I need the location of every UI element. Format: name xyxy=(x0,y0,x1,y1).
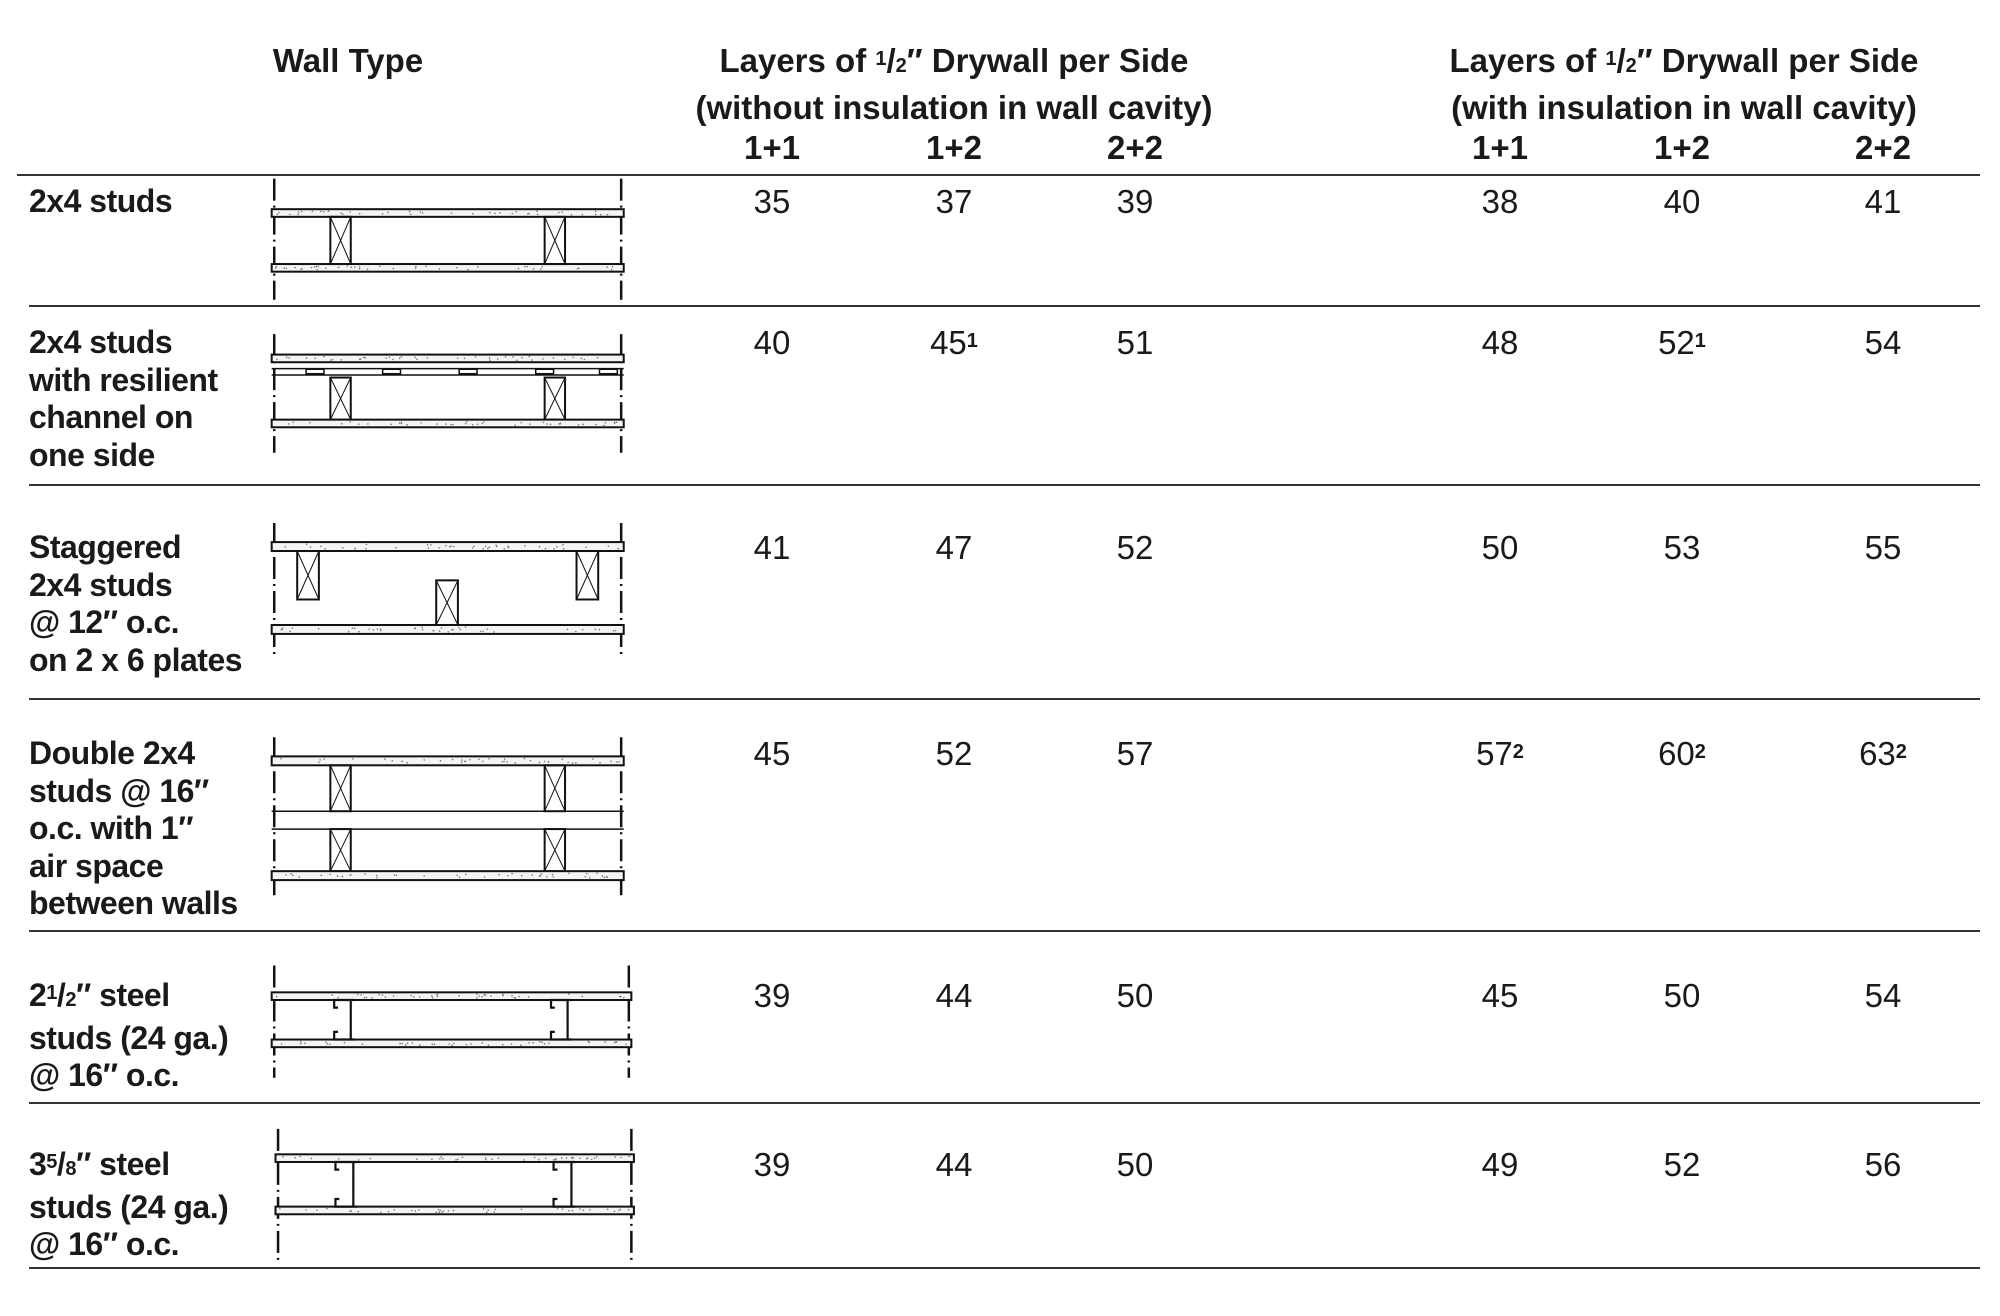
diagram-double-studs xyxy=(272,737,624,896)
diagram-2x4-studs xyxy=(272,179,624,300)
steel-c-stud xyxy=(554,1162,576,1207)
steel-c-stud xyxy=(335,1162,357,1207)
diagram-staggered-studs xyxy=(272,523,624,657)
diagram-resilient-channel xyxy=(272,334,624,453)
diagram-3-5-8-steel-studs xyxy=(276,1129,634,1263)
steel-c-stud xyxy=(551,1000,571,1040)
steel-c-stud xyxy=(334,1000,354,1040)
diagram-2-1-2-steel-studs xyxy=(272,966,632,1078)
